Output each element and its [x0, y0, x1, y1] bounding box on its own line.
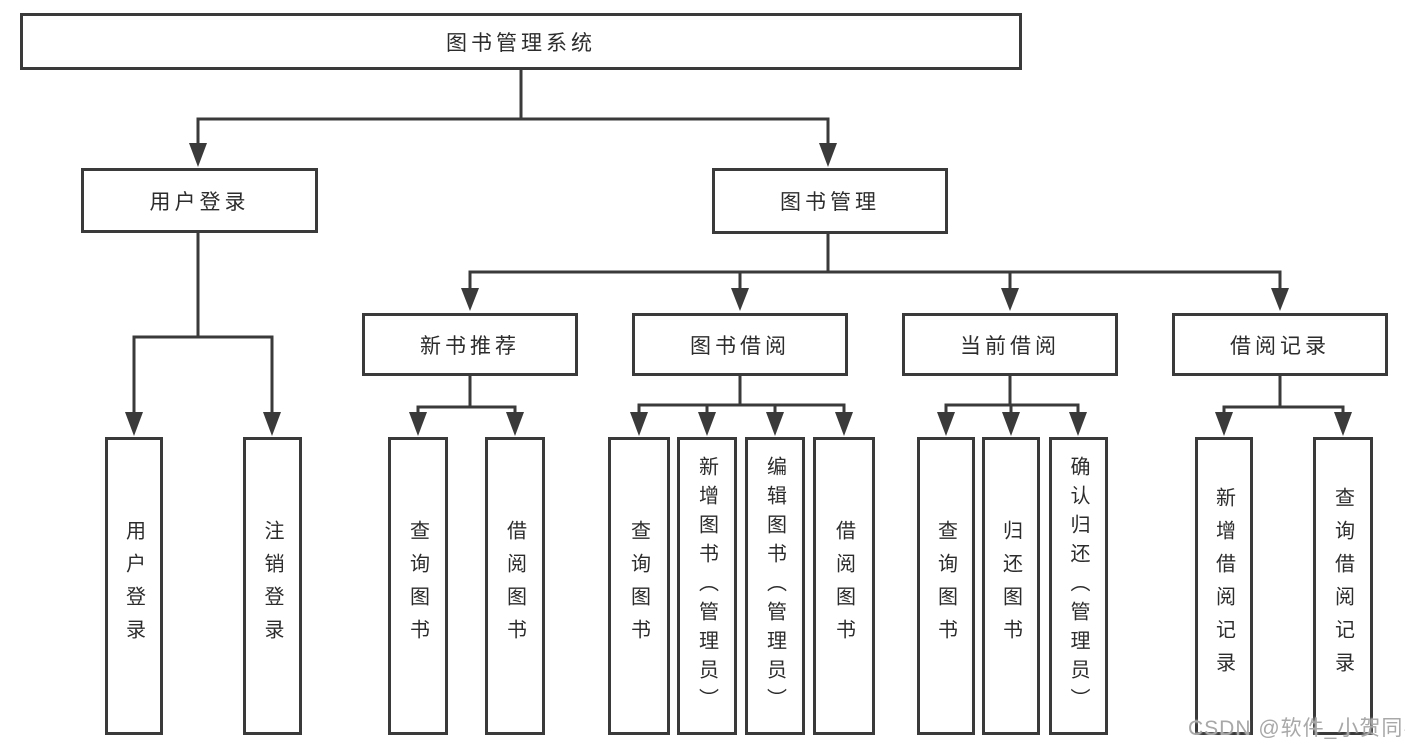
connector-borrow-to-leaves	[630, 376, 853, 436]
leaf-confirm-return-admin: 确认归还（管理员）	[1049, 437, 1108, 735]
leaf-borrowing-borrow-books: 借阅图书	[813, 437, 875, 735]
node-borrowing-records: 借阅记录	[1172, 313, 1388, 376]
node-borrowing-records-label: 借阅记录	[1230, 334, 1330, 358]
leaf-current-query-books: 查询图书	[917, 437, 975, 735]
connector-records-to-leaves	[1215, 376, 1352, 436]
node-new-book-recommend-label: 新书推荐	[420, 334, 520, 358]
node-root-system: 图书管理系统	[20, 13, 1022, 70]
csdn-watermark: CSDN @软件_小贺同学	[1188, 717, 1405, 740]
connector-mgmt-to-level3	[461, 234, 1289, 311]
node-book-management: 图书管理	[712, 168, 948, 234]
connector-recommend-to-leaves	[409, 376, 524, 436]
leaf-edit-books-admin-label: 编辑图书（管理员）	[763, 455, 786, 717]
leaf-logout: 注销登录	[243, 437, 302, 735]
leaf-query-borrow-record: 查询借阅记录	[1313, 437, 1373, 735]
leaf-add-books-admin-label: 新增图书（管理员）	[695, 455, 718, 717]
leaf-user-login-label: 用户登录	[122, 520, 145, 652]
leaf-add-books-admin: 新增图书（管理员）	[677, 437, 737, 735]
connector-root-to-level2	[189, 70, 837, 167]
leaf-borrowing-query-books: 查询图书	[608, 437, 670, 735]
leaf-add-borrow-record-label: 新增借阅记录	[1212, 487, 1235, 685]
node-new-book-recommend: 新书推荐	[362, 313, 578, 376]
leaf-recommend-query-books-label: 查询图书	[406, 520, 429, 652]
leaf-return-books-label: 归还图书	[999, 520, 1022, 652]
leaf-add-borrow-record: 新增借阅记录	[1195, 437, 1253, 735]
connector-current-to-leaves	[937, 376, 1087, 436]
leaf-logout-label: 注销登录	[261, 520, 283, 652]
leaf-user-login: 用户登录	[105, 437, 163, 735]
leaf-confirm-return-admin-label: 确认归还（管理员）	[1067, 455, 1089, 717]
leaf-return-books: 归还图书	[982, 437, 1040, 735]
leaf-current-query-books-label: 查询图书	[934, 520, 957, 652]
leaf-borrowing-query-books-label: 查询图书	[627, 520, 650, 652]
connector-login-to-leaves	[125, 233, 281, 436]
node-current-borrowing: 当前借阅	[902, 313, 1118, 376]
leaf-query-borrow-record-label: 查询借阅记录	[1331, 487, 1354, 685]
node-current-borrowing-label: 当前借阅	[960, 334, 1060, 358]
node-user-login-label: 用户登录	[149, 190, 250, 214]
leaf-recommend-borrow-books-label: 借阅图书	[503, 520, 526, 652]
node-book-management-label: 图书管理	[780, 191, 880, 214]
leaf-edit-books-admin: 编辑图书（管理员）	[745, 437, 805, 735]
node-book-borrowing: 图书借阅	[632, 313, 848, 376]
leaf-recommend-query-books: 查询图书	[388, 437, 448, 735]
node-user-login: 用户登录	[81, 168, 318, 233]
node-root-system-label: 图书管理系统	[446, 31, 596, 55]
leaf-recommend-borrow-books: 借阅图书	[485, 437, 545, 735]
leaf-borrowing-borrow-books-label: 借阅图书	[832, 520, 855, 652]
node-book-borrowing-label: 图书借阅	[690, 334, 790, 358]
